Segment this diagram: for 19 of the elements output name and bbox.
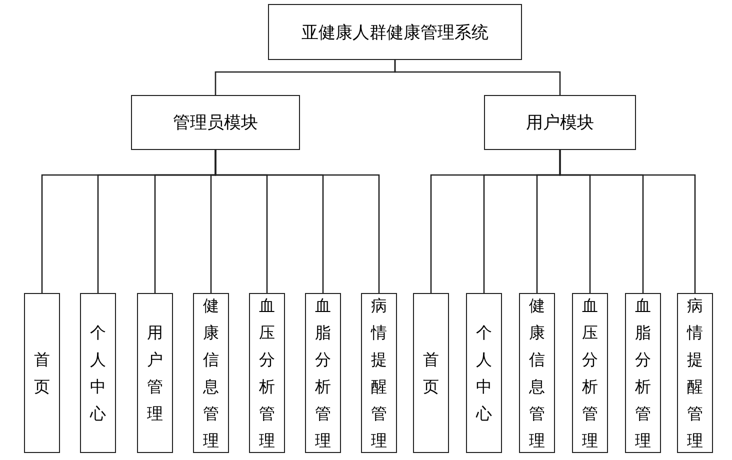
title-box: 亚健康人群健康管理系统 <box>268 4 522 60</box>
connector-line <box>559 150 696 293</box>
function-box: 个人中心 <box>466 293 502 453</box>
function-box: 血压分析管理 <box>572 293 608 453</box>
function-box: 病情提醒管理 <box>677 293 713 453</box>
function-box: 健康信息管理 <box>519 293 555 453</box>
connector-line <box>214 150 380 293</box>
connector-line <box>394 60 561 95</box>
function-box: 个人中心 <box>80 293 116 453</box>
function-box: 用户管理 <box>137 293 173 453</box>
function-box: 健康信息管理 <box>193 293 229 453</box>
function-box: 首页 <box>24 293 60 453</box>
function-box: 血压分析管理 <box>249 293 285 453</box>
module-box: 管理员模块 <box>131 95 300 150</box>
module-box: 用户模块 <box>484 95 636 150</box>
function-box: 首页 <box>413 293 449 453</box>
function-box: 病情提醒管理 <box>361 293 397 453</box>
function-box: 血脂分析管理 <box>625 293 661 453</box>
function-box: 血脂分析管理 <box>305 293 341 453</box>
